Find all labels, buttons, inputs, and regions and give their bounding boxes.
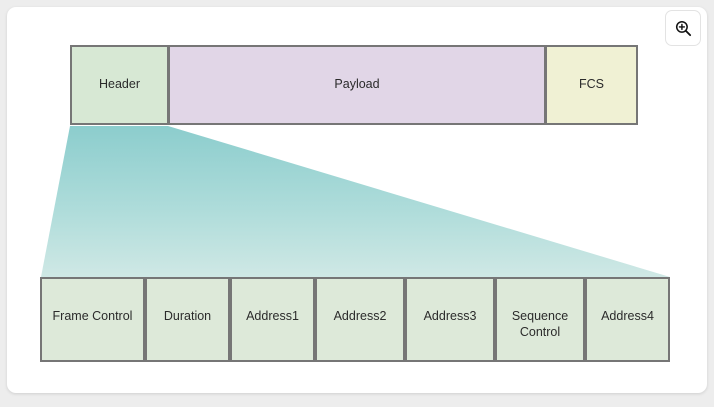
frame-segment-header-label: Header: [99, 77, 140, 92]
frame-segment-payload[interactable]: Payload: [168, 45, 546, 125]
header-field-address4-label: Address4: [601, 309, 654, 323]
header-field-frame-control-label: Frame Control: [52, 309, 133, 323]
header-field-address3-label: Address3: [423, 309, 477, 323]
frame-segment-header[interactable]: Header: [70, 45, 169, 125]
header-field-duration[interactable]: Duration: [145, 277, 230, 362]
frame-segment-fcs-label: FCS: [579, 77, 604, 92]
header-field-address1-label: Address1: [246, 309, 299, 323]
zoom-in-button[interactable]: [665, 10, 701, 46]
header-field-address1[interactable]: Address1: [230, 277, 315, 362]
header-field-address3[interactable]: Address3: [405, 277, 495, 362]
header-field-address4[interactable]: Address4: [585, 277, 670, 362]
header-field-frame-control[interactable]: Frame Control: [40, 277, 145, 362]
frame-segment-fcs[interactable]: FCS: [545, 45, 638, 125]
header-field-sequence-control-label: Sequence Control: [511, 309, 569, 339]
header-field-sequence-control[interactable]: Sequence Control: [495, 277, 585, 362]
header-field-duration-label: Duration: [163, 309, 212, 323]
header-field-address2-label: Address2: [333, 309, 387, 323]
zoom-in-magnifier-icon: [675, 20, 691, 36]
header-field-address2[interactable]: Address2: [315, 277, 405, 362]
frame-segment-payload-label: Payload: [334, 77, 380, 92]
